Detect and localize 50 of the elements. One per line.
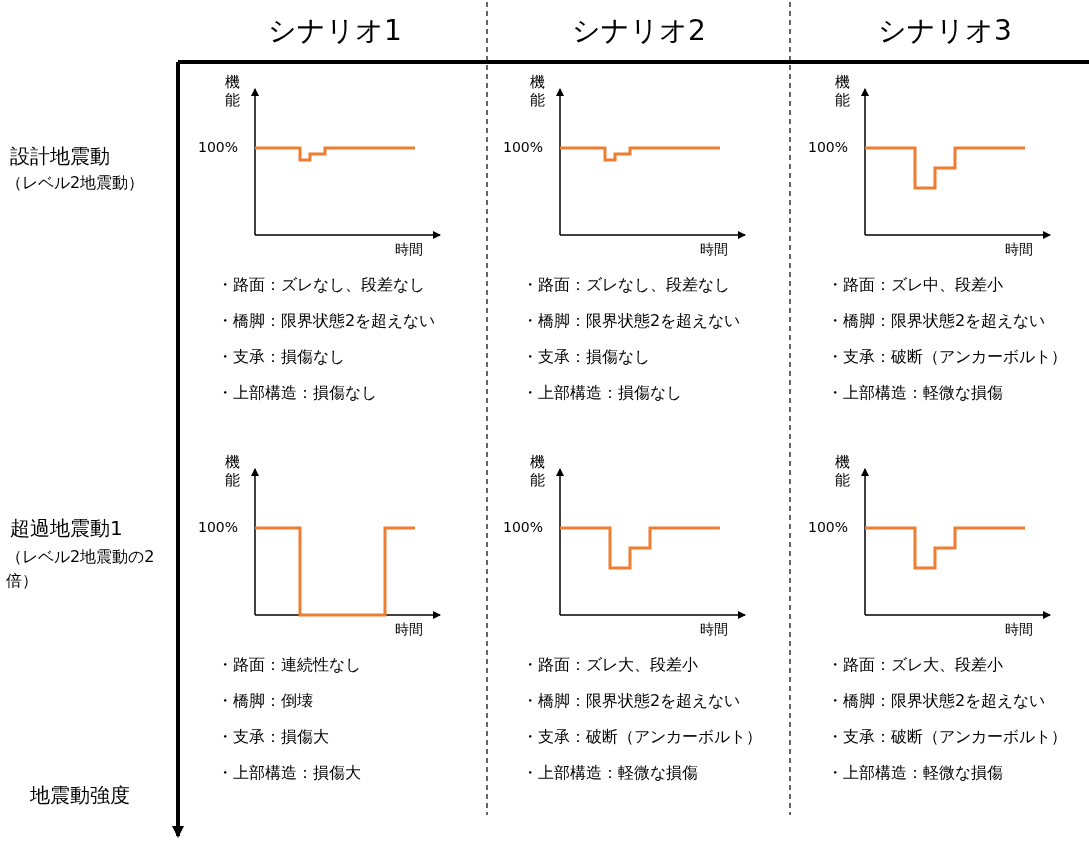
damage-note: ・路面：ズレなし、段差なし [217,275,425,296]
axis-title: 地震動強度 [30,782,130,809]
y-axis-label: 機能 [225,453,240,489]
percent-tick-label: 100% [503,139,544,155]
x-axis-label: 時間 [1005,241,1033,259]
percent-tick-label: 100% [503,519,544,535]
x-axis-label: 時間 [395,621,423,639]
y-axis-label: 機能 [530,73,545,109]
damage-note: ・橋脚：限界状態2を超えない [217,311,436,332]
column-heading: シナリオ2 [572,13,706,49]
damage-note: ・橋脚：倒壊 [217,691,313,712]
damage-note: ・支承：破断（アンカーボルト） [827,347,1067,368]
row-heading: 超過地震動1 [10,515,123,542]
x-axis-label: 時間 [395,241,423,259]
column-heading: シナリオ1 [268,13,402,49]
y-axis-label: 機能 [835,73,850,109]
damage-note: ・路面：ズレなし、段差なし [522,275,730,296]
x-axis-label: 時間 [700,621,728,639]
damage-note: ・支承：損傷なし [522,347,650,368]
damage-note: ・上部構造：損傷大 [217,763,361,784]
damage-note: ・支承：損傷大 [217,727,329,748]
damage-note: ・支承：破断（アンカーボルト） [827,727,1067,748]
damage-note: ・上部構造：軽微な損傷 [522,763,698,784]
percent-tick-label: 100% [198,519,239,535]
damage-note: ・上部構造：損傷なし [522,383,682,404]
damage-note: ・橋脚：限界状態2を超えない [522,311,741,332]
x-axis-label: 時間 [700,241,728,259]
damage-note: ・路面：ズレ中、段差小 [827,275,1003,296]
row-subheading: （レベル2地震動） [6,173,145,194]
damage-note: ・支承：破断（アンカーボルト） [522,727,762,748]
damage-note: ・支承：損傷なし [217,347,345,368]
damage-note: ・路面：連続性なし [217,655,361,676]
damage-note: ・上部構造：損傷なし [217,383,377,404]
damage-note: ・上部構造：軽微な損傷 [827,383,1003,404]
damage-note: ・上部構造：軽微な損傷 [827,763,1003,784]
percent-tick-label: 100% [198,139,239,155]
column-heading: シナリオ3 [878,13,1012,49]
y-axis-label: 機能 [530,453,545,489]
row-subheading: （レベル2地震動の2倍） [6,546,156,592]
damage-note: ・橋脚：限界状態2を超えない [827,311,1046,332]
percent-tick-label: 100% [808,519,849,535]
damage-note: ・路面：ズレ大、段差小 [827,655,1003,676]
damage-note: ・橋脚：限界状態2を超えない [827,691,1046,712]
x-axis-label: 時間 [1005,621,1033,639]
percent-tick-label: 100% [808,139,849,155]
y-axis-label: 機能 [225,73,240,109]
damage-note: ・路面：ズレ大、段差小 [522,655,698,676]
damage-note: ・橋脚：限界状態2を超えない [522,691,741,712]
row-heading: 設計地震動 [10,143,110,170]
y-axis-label: 機能 [835,453,850,489]
